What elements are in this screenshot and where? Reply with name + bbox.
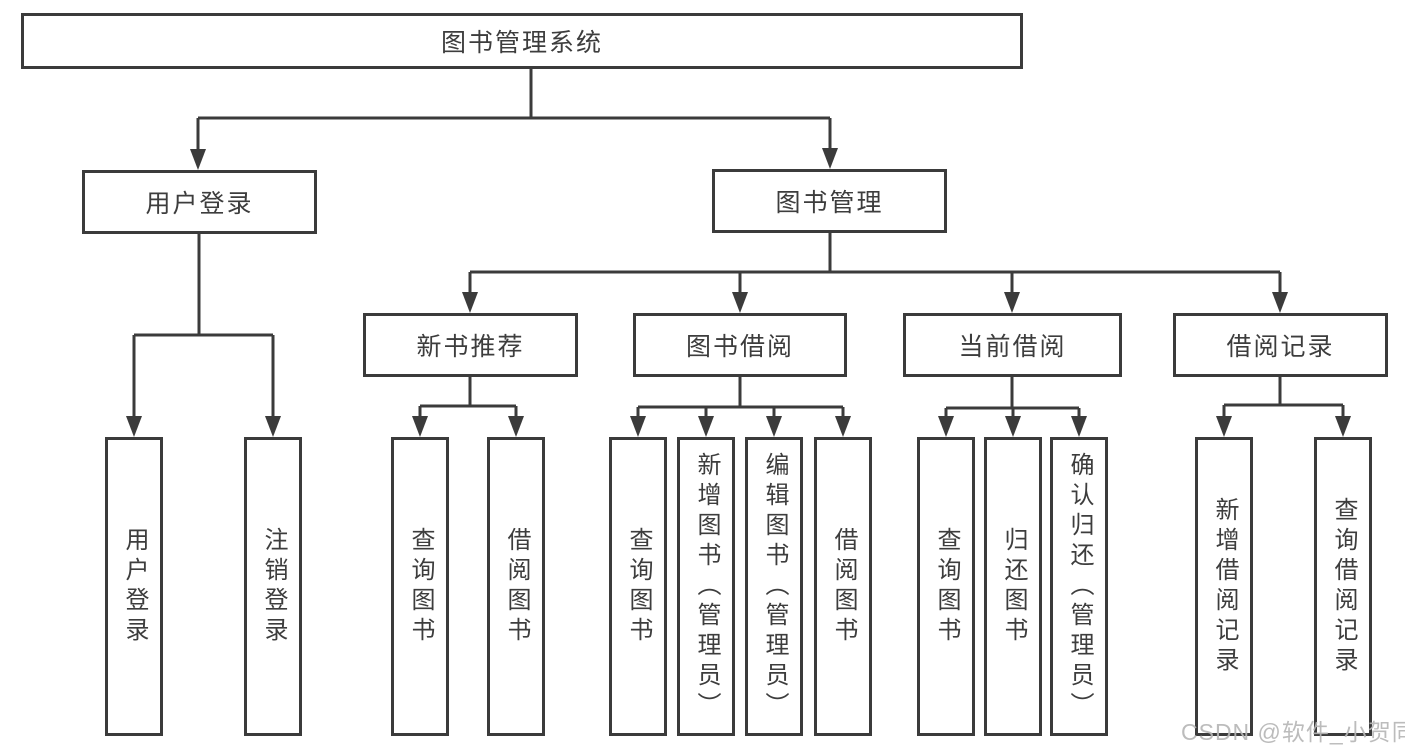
leaf-query-book-borrow: 查询图书 — [609, 437, 667, 736]
node-book-management: 图书管理 — [712, 169, 947, 233]
leaf-add-book-admin: 新增图书（管理员） — [677, 437, 735, 736]
leaf-edit-book-admin: 编辑图书（管理员） — [745, 437, 803, 736]
connector-book-borrow-to-leaves — [630, 377, 851, 437]
connector-new-book-to-leaves — [412, 377, 524, 437]
leaf-return-book: 归还图书 — [984, 437, 1042, 736]
node-root-system: 图书管理系统 — [21, 13, 1023, 69]
node-user-login: 用户登录 — [82, 170, 317, 234]
connector-current-borrow-to-leaves — [938, 377, 1087, 437]
connector-book-mgmt-to-level2 — [462, 233, 1288, 313]
leaf-query-book-current: 查询图书 — [917, 437, 975, 736]
leaf-borrow-book: 借阅图书 — [814, 437, 872, 736]
connector-borrow-records-to-leaves — [1216, 377, 1351, 437]
leaf-user-login: 用户登录 — [105, 437, 163, 736]
connector-user-login-to-leaves — [126, 234, 281, 437]
node-new-book-recommend: 新书推荐 — [363, 313, 578, 377]
node-book-borrow: 图书借阅 — [633, 313, 847, 377]
node-borrow-records: 借阅记录 — [1173, 313, 1388, 377]
connector-root-to-level1 — [190, 69, 838, 170]
node-current-borrow: 当前借阅 — [903, 313, 1122, 377]
leaf-confirm-return-admin: 确认归还（管理员） — [1050, 437, 1108, 736]
leaf-logout: 注销登录 — [244, 437, 302, 736]
csdn-watermark: CSDN @软件_小贺同学 — [1181, 719, 1405, 745]
leaf-query-borrow-record: 查询借阅记录 — [1314, 437, 1372, 736]
leaf-borrow-book-recommend: 借阅图书 — [487, 437, 545, 736]
leaf-add-borrow-record: 新增借阅记录 — [1195, 437, 1253, 736]
leaf-query-book-recommend: 查询图书 — [391, 437, 449, 736]
